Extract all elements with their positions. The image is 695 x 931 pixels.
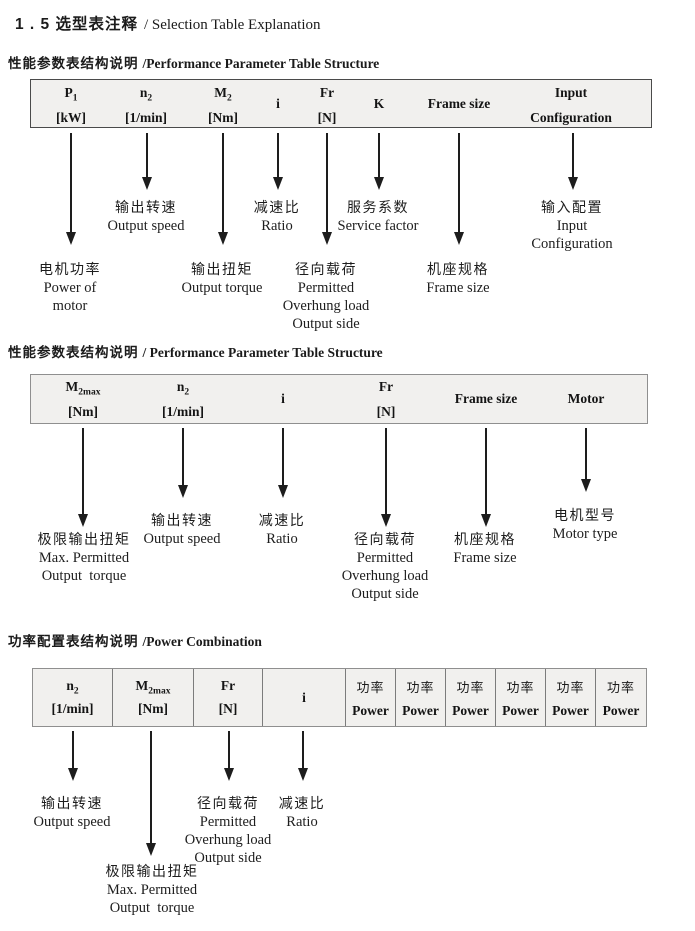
- col-header-motor: Motor: [567, 391, 605, 406]
- col-header-m2: M2[Nm]: [208, 85, 238, 125]
- section3-heading: 功率配置表结构说明/Power Combination: [8, 630, 262, 650]
- section2-heading-zh: 性能参数表结构说明: [8, 345, 139, 360]
- arrow: [182, 428, 184, 485]
- arrow: [70, 133, 72, 232]
- arrow: [485, 428, 487, 514]
- arrow: [277, 133, 279, 177]
- col-header-i: i: [281, 391, 285, 406]
- arrow: [385, 428, 387, 514]
- performance-table-2: M2max[Nm] n2[1/min] i Fr[N] Frame size M…: [30, 374, 648, 424]
- col-header-k: K: [373, 95, 385, 111]
- section2-heading-en: / Performance Parameter Table Structure: [142, 345, 383, 360]
- section3-heading-zh: 功率配置表结构说明: [8, 634, 139, 649]
- arrow: [150, 731, 152, 843]
- arrow: [326, 133, 328, 232]
- section2-heading: 性能参数表结构说明/ Performance Parameter Table S…: [8, 341, 383, 361]
- col-header-fr: Fr[N]: [317, 85, 337, 125]
- section1-heading-zh: 性能参数表结构说明: [8, 56, 139, 71]
- col-header-m2max: M2max[Nm]: [113, 669, 194, 726]
- arrow: [146, 133, 148, 177]
- page-title-en: / Selection Table Explanation: [143, 17, 321, 33]
- section1-heading-en: /Performance Parameter Table Structure: [142, 56, 380, 71]
- arrow: [228, 731, 230, 768]
- arrow: [282, 428, 284, 485]
- col-header-i: i: [276, 95, 280, 111]
- col-header-fr: Fr[N]: [194, 669, 263, 726]
- arrow: [458, 133, 460, 232]
- arrow: [572, 133, 574, 177]
- arrow: [302, 731, 304, 768]
- col-header-frame-size: Frame size: [454, 391, 518, 406]
- col-header-n2: n2[1/min]: [33, 669, 113, 726]
- arrow: [82, 428, 84, 514]
- col-header-n2: n2[1/min]: [125, 85, 167, 125]
- col-header-m2max: M2max[Nm]: [65, 379, 101, 419]
- arrow: [222, 133, 224, 232]
- arrow: [72, 731, 74, 768]
- col-header-frame-size: Frame size: [427, 95, 491, 111]
- performance-table-1: P1[kW] n2[1/min] M2[Nm] i Fr[N] K Frame …: [30, 79, 652, 128]
- arrow: [585, 428, 587, 479]
- section3-heading-en: /Power Combination: [142, 634, 262, 649]
- arrow: [378, 133, 380, 177]
- page-title: 1 . 5 选型表注释 / Selection Table Explanation: [15, 12, 321, 34]
- col-header-fr: Fr[N]: [376, 379, 396, 419]
- col-header-i: i: [263, 669, 346, 726]
- col-header-n2: n2[1/min]: [162, 379, 204, 419]
- section1-heading: 性能参数表结构说明/Performance Parameter Table St…: [8, 52, 379, 72]
- col-header-p1: P1[kW]: [56, 85, 86, 125]
- page-title-zh: 1 . 5 选型表注释: [15, 16, 138, 33]
